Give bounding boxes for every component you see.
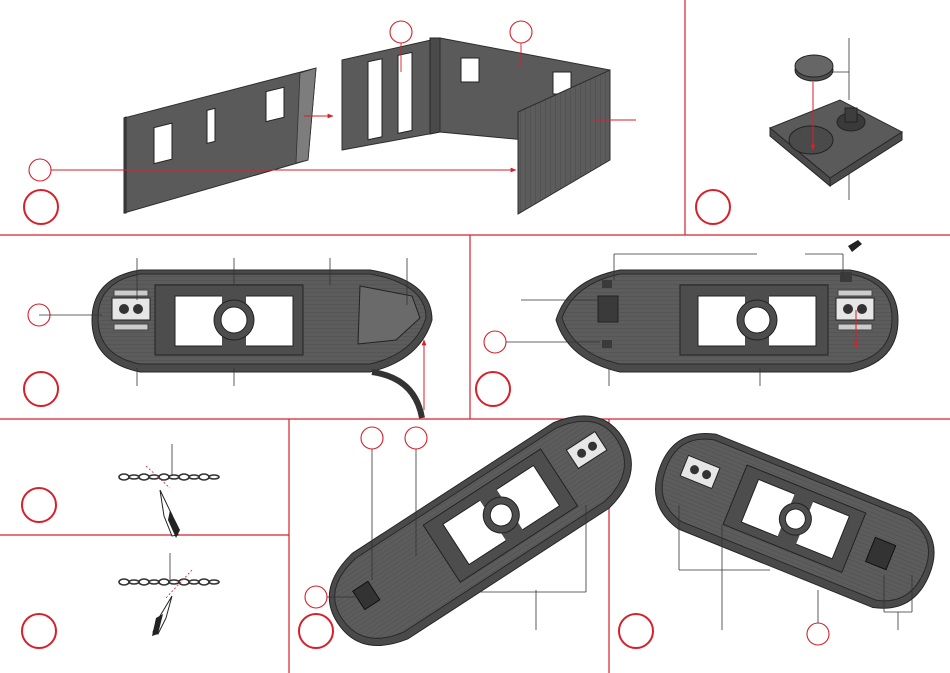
step-chimney-lid bbox=[696, 38, 902, 224]
step-number-circle bbox=[299, 614, 333, 648]
step-hull-underside-1 bbox=[299, 395, 651, 666]
cutter-knife-icon bbox=[160, 490, 180, 538]
step-number-circle bbox=[619, 614, 653, 648]
part-callout-circle bbox=[29, 159, 51, 181]
step-number-circle bbox=[24, 190, 58, 224]
hull-deck-reversed bbox=[556, 270, 898, 372]
step-number-circle bbox=[476, 372, 510, 406]
chain-icon bbox=[119, 579, 219, 585]
small-part-icon bbox=[848, 240, 862, 252]
hull-deck bbox=[92, 270, 432, 372]
wall-panel-door bbox=[342, 38, 440, 150]
step-number-circle bbox=[22, 614, 56, 648]
part-callout-circle bbox=[390, 21, 412, 43]
part-callout-circle bbox=[305, 586, 327, 608]
wall-panel-left bbox=[124, 68, 316, 213]
part-callout-circle bbox=[405, 427, 427, 449]
cutter-knife-icon bbox=[152, 596, 172, 636]
step-number-circle bbox=[696, 190, 730, 224]
step-wall-assembly bbox=[24, 21, 636, 224]
round-lid bbox=[795, 55, 833, 81]
step-hull-underside-2 bbox=[619, 419, 948, 648]
part-callout-circle bbox=[510, 21, 532, 43]
step-hull-deck-right bbox=[476, 240, 898, 406]
base-plate bbox=[770, 100, 902, 186]
step-number-circle bbox=[22, 488, 56, 522]
step-chain-cut-2 bbox=[22, 553, 219, 648]
part-callout-circle bbox=[484, 331, 506, 353]
step-number-circle bbox=[24, 372, 58, 406]
chain-icon bbox=[119, 474, 219, 480]
step-hull-deck-left bbox=[24, 258, 432, 418]
hull-tilted-reversed bbox=[641, 419, 948, 622]
part-callout-circle bbox=[361, 427, 383, 449]
part-callout-circle bbox=[807, 623, 829, 645]
step-chain-cut-1 bbox=[22, 444, 219, 538]
